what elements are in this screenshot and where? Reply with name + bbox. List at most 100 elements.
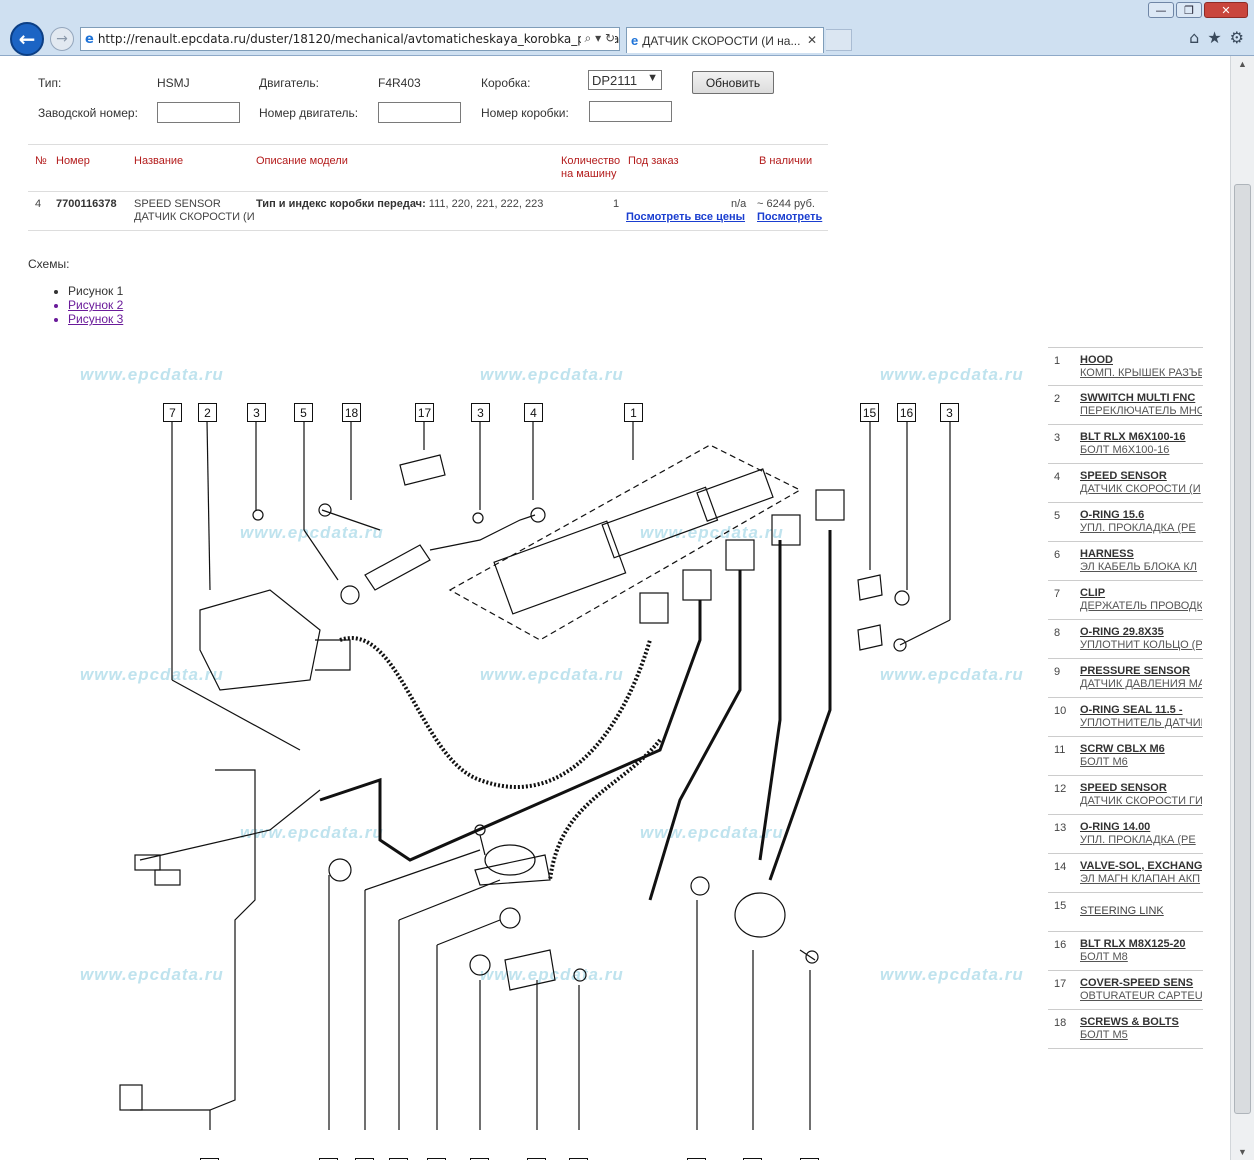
- gearbox-select[interactable]: DP2111 ▼: [588, 70, 662, 90]
- callout-label[interactable]: 3: [569, 1158, 588, 1160]
- part-subtitle[interactable]: ДАТЧИК СКОРОСТИ (И: [1080, 483, 1201, 495]
- scroll-down-icon[interactable]: ▼: [1238, 1147, 1247, 1157]
- callout-label[interactable]: 18: [342, 403, 361, 422]
- callout-label[interactable]: 3: [940, 403, 959, 422]
- part-subtitle[interactable]: КОМП. КРЫШЕК РАЗЪЕ: [1080, 367, 1202, 379]
- tab-close-icon[interactable]: ✕: [806, 33, 817, 47]
- part-title[interactable]: SCRW CBLX M6: [1080, 743, 1165, 755]
- callout-label[interactable]: 10: [687, 1158, 706, 1160]
- view-stock-link[interactable]: Посмотреть: [757, 211, 823, 223]
- gearbox-number-input[interactable]: [589, 101, 672, 122]
- part-title[interactable]: SPEED SENSOR: [1080, 782, 1167, 794]
- part-title[interactable]: BLT RLX M6X100-16: [1080, 431, 1186, 443]
- part-subtitle[interactable]: УПЛОТНИТ КОЛЬЦО (Р: [1080, 639, 1202, 651]
- part-title[interactable]: PRESSURE SENSOR: [1080, 665, 1191, 677]
- scroll-up-icon[interactable]: ▲: [1238, 59, 1247, 69]
- maximize-button[interactable]: ❐: [1176, 2, 1202, 18]
- part-subtitle[interactable]: ПЕРЕКЛЮЧАТЕЛЬ МНОГ: [1080, 405, 1202, 417]
- callout-label[interactable]: 16: [897, 403, 916, 422]
- part-title[interactable]: BLT RLX M8X125-20: [1080, 938, 1186, 950]
- part-title[interactable]: O-RING SEAL 11.5 -: [1080, 704, 1183, 716]
- callout-label[interactable]: 3: [247, 403, 266, 422]
- new-tab-button[interactable]: [826, 29, 852, 51]
- part-title[interactable]: O-RING 14.00: [1080, 821, 1151, 833]
- part-subtitle[interactable]: УПЛ. ПРОКЛАДКА (РЕ: [1080, 522, 1196, 534]
- part-title[interactable]: VALVE-SOL, EXCHANG: [1080, 860, 1202, 872]
- callout-label[interactable]: 7: [163, 403, 182, 422]
- callout-label[interactable]: 5: [294, 403, 313, 422]
- part-title[interactable]: COVER-SPEED SENS: [1080, 977, 1194, 989]
- part-subtitle[interactable]: БОЛТ M5: [1080, 1029, 1128, 1041]
- part-subtitle[interactable]: ДАТЧИК СКОРОСТИ ГИ: [1080, 795, 1202, 807]
- callout-label[interactable]: 13: [470, 1158, 489, 1160]
- part-title[interactable]: HARNESS: [1080, 548, 1134, 560]
- forward-button[interactable]: →: [50, 27, 74, 51]
- part-title[interactable]: STEERING LINK: [1080, 905, 1164, 917]
- part-subtitle[interactable]: УПЛ. ПРОКЛАДКА (РЕ: [1080, 834, 1196, 846]
- part-title[interactable]: HOOD: [1080, 354, 1113, 366]
- callout-label[interactable]: 17: [415, 403, 434, 422]
- part-subtitle[interactable]: УПЛОТНИТЕЛЬ ДАТЧИК: [1080, 717, 1202, 729]
- callout-label[interactable]: 3: [800, 1158, 819, 1160]
- part-subtitle[interactable]: ЭЛ МАГН КЛАПАН АКП: [1080, 873, 1201, 885]
- scheme-item-link[interactable]: Рисунок 2: [68, 298, 123, 312]
- tab-active[interactable]: e ДАТЧИК СКОРОСТИ (И на... ✕: [626, 27, 824, 53]
- part-subtitle[interactable]: ДЕРЖАТЕЛЬ ПРОВОДКИ: [1080, 600, 1202, 612]
- vertical-scrollbar[interactable]: ▲ ▼: [1230, 56, 1254, 1160]
- address-bar[interactable]: e http://renault.epcdata.ru/duster/18120…: [80, 27, 620, 51]
- callout-label[interactable]: 1: [624, 403, 643, 422]
- star-icon[interactable]: ★: [1207, 28, 1222, 47]
- part-title[interactable]: SPEED SENSOR: [1080, 470, 1167, 482]
- part-subtitle[interactable]: ДАТЧИК ДАВЛЕНИЯ МА: [1080, 678, 1202, 690]
- callout-label[interactable]: 10: [427, 1158, 446, 1160]
- part-title[interactable]: SCREWS & BOLTS: [1080, 1016, 1179, 1028]
- callout-label[interactable]: 3: [471, 403, 490, 422]
- callout-label[interactable]: 8: [319, 1158, 338, 1160]
- part-title[interactable]: O-RING 15.6: [1080, 509, 1145, 521]
- callout-label[interactable]: 14: [743, 1158, 762, 1160]
- part-subtitle[interactable]: БОЛТ M8: [1080, 951, 1128, 963]
- part-subtitle[interactable]: OBTURATEUR CAPTEU: [1080, 990, 1202, 1002]
- part-subtitle[interactable]: ЭЛ КАБЕЛЬ БЛОКА КЛ: [1080, 561, 1198, 573]
- part-title[interactable]: SWWITCH MULTI FNC: [1080, 392, 1196, 404]
- callout-label[interactable]: 2: [198, 403, 217, 422]
- part-subtitle[interactable]: БОЛТ M6X100-16: [1080, 444, 1170, 456]
- gear-icon[interactable]: ⚙: [1229, 28, 1244, 47]
- callout-label[interactable]: 6: [200, 1158, 219, 1160]
- part-title[interactable]: O-RING 29.8X35: [1080, 626, 1164, 638]
- callout-label[interactable]: 9: [389, 1158, 408, 1160]
- callout-label[interactable]: 12: [527, 1158, 546, 1160]
- scheme-item-link[interactable]: Рисунок 3: [68, 312, 123, 326]
- callout-label[interactable]: 11: [355, 1158, 374, 1160]
- scrollbar-thumb[interactable]: [1234, 184, 1251, 1114]
- close-window-button[interactable]: ✕: [1204, 2, 1248, 18]
- dropdown-icon[interactable]: ▾: [595, 31, 602, 45]
- back-button[interactable]: ←: [10, 22, 44, 56]
- refresh-icon[interactable]: ↻: [604, 31, 615, 45]
- view-all-prices-link[interactable]: Посмотреть все цены: [626, 211, 746, 223]
- callout-label[interactable]: 15: [860, 403, 879, 422]
- factory-number-input[interactable]: [157, 102, 240, 123]
- callout-label[interactable]: 4: [524, 403, 543, 422]
- home-icon[interactable]: ⌂: [1189, 28, 1200, 47]
- search-icon[interactable]: ⌕: [584, 31, 592, 45]
- minimize-button[interactable]: —: [1148, 2, 1174, 18]
